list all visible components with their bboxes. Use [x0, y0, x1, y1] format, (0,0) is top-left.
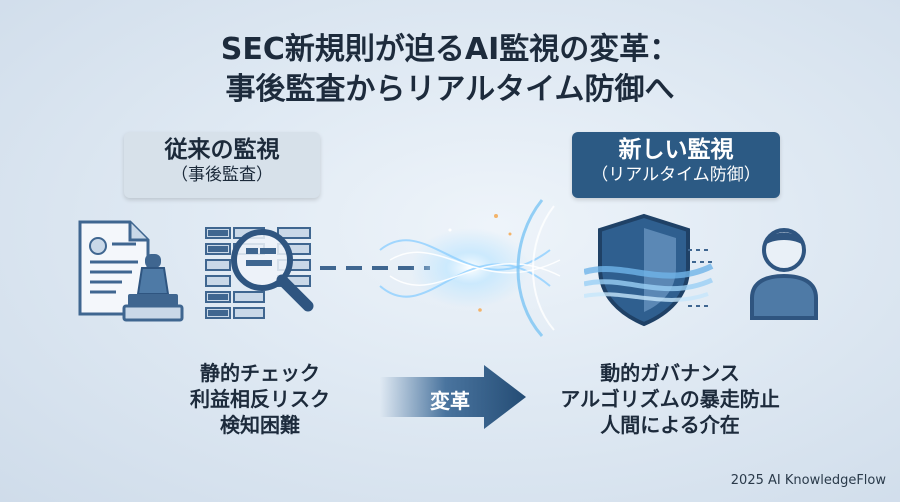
new-monitoring-subtitle: （リアルタイム防御）: [591, 165, 761, 185]
title-line-1: SEC新規則が迫るAI監視の変革：: [220, 32, 680, 67]
page-title: SEC新規則が迫るAI監視の変革： 事後監査からリアルタイム防御へ: [0, 30, 900, 110]
new-monitoring-label: 新しい監視 （リアルタイム防御）: [572, 132, 780, 198]
stamp-icon: [122, 254, 184, 322]
new-monitoring-items: 動的ガバナンス アルゴリズムの暴走防止 人間による介在: [540, 360, 800, 438]
new-item-3: 人間による介在: [600, 413, 740, 437]
new-item-1: 動的ガバナンス: [600, 361, 740, 385]
traditional-monitoring-label: 従来の監視 （事後監査）: [124, 132, 320, 198]
person-icon: [750, 228, 818, 320]
traditional-item-2: 利益相反リスク: [190, 387, 330, 411]
magnifier-icon: [231, 229, 314, 312]
traditional-monitoring-subtitle: （事後監査）: [171, 165, 273, 185]
new-item-2: アルゴリズムの暴走防止: [560, 387, 780, 411]
traditional-item-3: 検知困難: [220, 413, 300, 437]
traditional-item-1: 静的チェック: [200, 361, 320, 385]
new-monitoring-title: 新しい監視: [618, 137, 734, 163]
traditional-monitoring-title: 従来の監視: [164, 137, 280, 163]
arrow-right-icon: [380, 365, 526, 429]
title-line-2: 事後監査からリアルタイム防御へ: [225, 72, 675, 107]
transformation-beam-icon: [320, 199, 561, 337]
shield-icon: [584, 213, 714, 327]
footer-credit: 2025 AI KnowledgeFlow: [730, 473, 886, 488]
traditional-monitoring-items: 静的チェック 利益相反リスク 検知困難: [160, 360, 360, 438]
transformation-arrow: 変革: [380, 365, 530, 429]
arrow-label: 変革: [430, 389, 470, 413]
